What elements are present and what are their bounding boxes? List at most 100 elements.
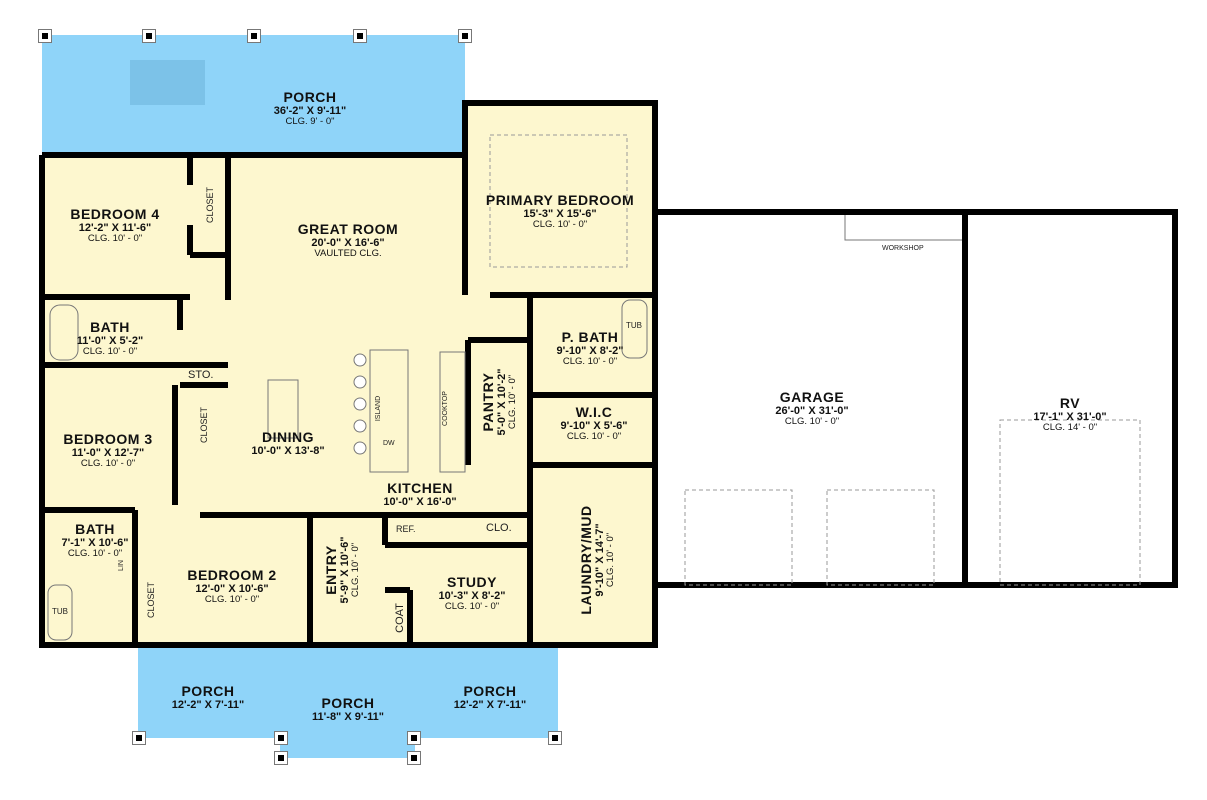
porch-post [132, 731, 146, 745]
room-dims: 10'-0" X 16'-0" [383, 496, 457, 509]
room-ceiling: CLG. 10' - 0" [532, 219, 588, 231]
room-name: BEDROOM 4 [70, 206, 160, 222]
linen-label: LIN [117, 560, 125, 571]
room-name: ENTRY [323, 545, 340, 595]
room-name: BEDROOM 3 [63, 431, 153, 447]
porch-left-area [138, 645, 280, 738]
room-dims: 12'-2" X 7'-11" [171, 699, 245, 712]
room-ceiling: CLG. 9' - 0" [285, 116, 335, 128]
room-name: P. BATH [561, 329, 619, 345]
room-ceiling: CLG. 10' - 0" [784, 416, 840, 428]
room-name: BATH [90, 319, 130, 335]
closet-label: CLOSET [199, 406, 210, 444]
room-dims: 20'-0" X 16'-6" [311, 237, 385, 250]
room-ceiling: CLG. 10' - 0" [566, 431, 622, 443]
tub-bath2 [47, 584, 73, 641]
room-name: PORCH [321, 695, 375, 711]
garage-door-1 [684, 489, 793, 586]
room-ceiling: CLG. 10' - 0" [80, 458, 136, 470]
porch-table-icon [130, 60, 205, 105]
porch-post [38, 29, 52, 43]
porch-post [274, 731, 288, 745]
room-dims: 15'-3" X 15'-6" [523, 208, 597, 221]
island-label: ISLAND [375, 395, 383, 422]
porch-post [142, 29, 156, 43]
kitchen-island [369, 349, 409, 473]
tub-label: TUB [626, 321, 642, 330]
main-house-floor [42, 155, 655, 645]
closet-label: CLOSET [146, 581, 157, 619]
cooktop-label: COOKTOP [441, 391, 449, 426]
room-name: GREAT ROOM [297, 221, 399, 237]
refrigerator-label: REF. [396, 524, 416, 534]
tub-bath1 [49, 304, 79, 361]
room-dims: 11'-0" X 12'-7" [71, 447, 145, 460]
storage-label: STO. [188, 369, 214, 381]
porch-post [247, 29, 261, 43]
room-ceiling: CLG. 10' - 0" [605, 532, 617, 588]
dining-table [267, 379, 299, 439]
room-dims: 12'-2" X 7'-11" [453, 699, 527, 712]
room-dims: 11'-8" X 9'-11" [312, 711, 384, 724]
room-name: BEDROOM 2 [187, 567, 277, 583]
closet-short-label: CLO. [486, 522, 512, 534]
room-name: PORCH [463, 683, 517, 699]
primary-wing-floor [465, 103, 655, 163]
room-name: PORCH [283, 89, 337, 105]
room-ceiling: CLG. 10' - 0" [87, 233, 143, 245]
room-ceiling: CLG. 10' - 0" [562, 356, 618, 368]
room-ceiling: CLG. 10' - 0" [507, 374, 519, 430]
room-ceiling: VAULTED CLG. [314, 248, 382, 260]
porch-post [407, 731, 421, 745]
primary-tray-ceiling [489, 134, 628, 268]
room-dims: 17'-1" X 31'-0" [1033, 411, 1107, 424]
garage-door-2 [826, 489, 935, 586]
coat-closet-label: COAT [393, 603, 406, 633]
room-name: GARAGE [779, 389, 845, 405]
room-name: PANTRY [480, 372, 497, 432]
porch-top-area [42, 35, 465, 155]
rv-door [999, 419, 1141, 586]
room-ceiling: CLG. 10' - 0" [82, 346, 138, 358]
room-name: RV [1059, 395, 1081, 411]
room-name: LAUNDRY/MUD [578, 505, 595, 615]
room-ceiling: CLG. 10' - 0" [350, 542, 362, 598]
workshop-label: WORKSHOP [882, 245, 924, 252]
room-name: PRIMARY BEDROOM [485, 192, 635, 208]
tub-label: TUB [52, 607, 68, 616]
porch-post [274, 751, 288, 765]
room-name: KITCHEN [387, 480, 453, 496]
room-dims: 9'-10" X 5'-6" [560, 420, 628, 433]
room-dims: 9'-10" X 8'-2" [556, 345, 624, 358]
room-dims: 7'-1" X 10'-6" [61, 537, 129, 550]
porch-right-area [415, 645, 558, 738]
room-dims: 10'-0" X 13'-8" [251, 445, 325, 458]
room-dims: 10'-3" X 8'-2" [438, 590, 506, 603]
room-ceiling: CLG. 10' - 0" [204, 594, 260, 606]
room-name: STUDY [447, 574, 497, 590]
room-ceiling: CLG. 10' - 0" [67, 548, 123, 560]
closet-label: CLOSET [205, 186, 216, 224]
dishwasher-label: DW [383, 440, 395, 447]
room-name: PORCH [181, 683, 235, 699]
porch-mid-area [280, 645, 415, 758]
room-name: W.I.C [575, 404, 613, 420]
